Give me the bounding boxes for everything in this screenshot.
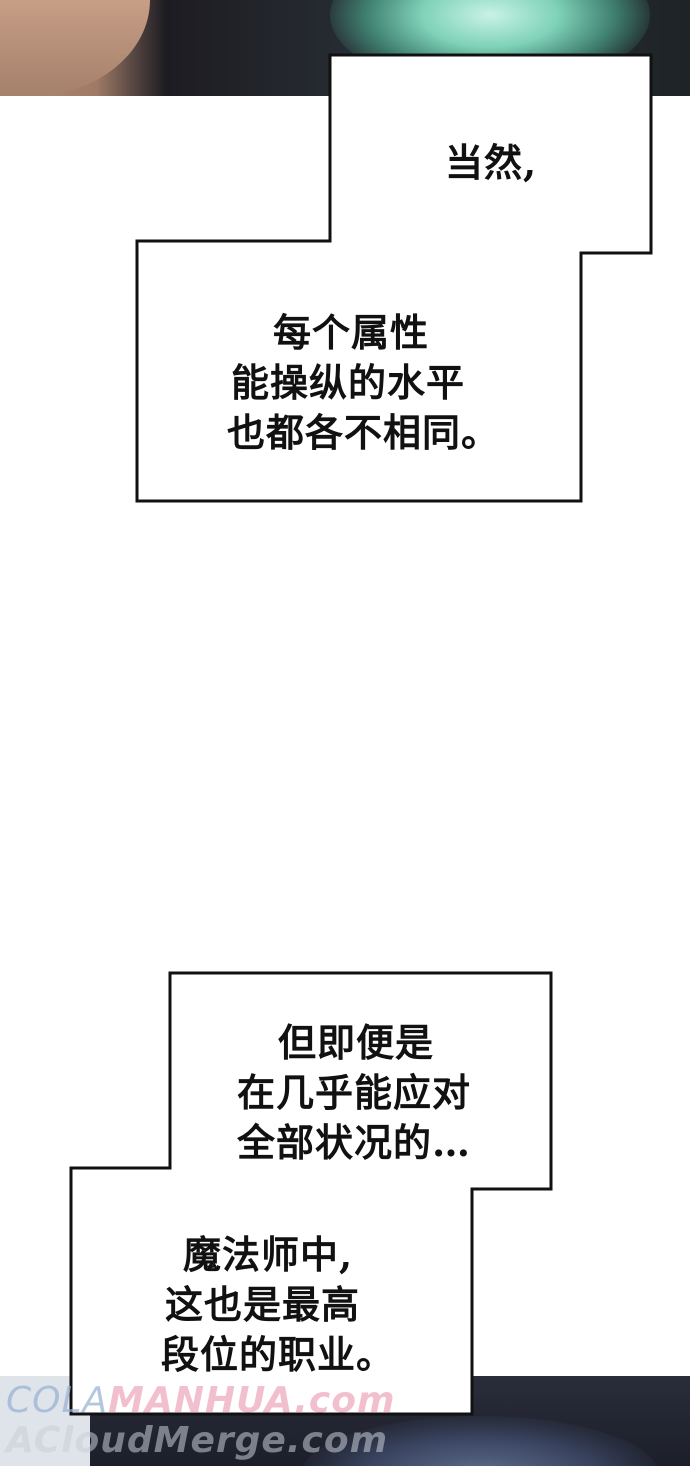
bubble-2-line-2: 在几乎能应对 bbox=[237, 1070, 472, 1115]
bubble-2-line-1: 但即便是 bbox=[278, 1020, 435, 1065]
bubble-1-line-2: 每个属性 bbox=[273, 310, 430, 355]
bubble-2-line-3: 全部状况的… bbox=[237, 1120, 472, 1165]
speech-box-1 bbox=[135, 53, 653, 503]
scene-panel-top bbox=[0, 0, 690, 96]
speech-box-2 bbox=[69, 971, 553, 1416]
bubble-1-line-1: 当然, bbox=[445, 140, 538, 185]
bubble-2-line-5: 这也是最高 bbox=[165, 1282, 361, 1327]
watermark-site-2: ACloudMerge.com bbox=[6, 1420, 389, 1461]
bubble-1-line-4: 也都各不相同。 bbox=[227, 410, 501, 455]
bubble-2-line-6: 段位的职业。 bbox=[161, 1332, 396, 1377]
bubble-1-line-3: 能操纵的水平 bbox=[231, 360, 466, 405]
watermark-site-1: COLAMANHUA.com bbox=[6, 1380, 396, 1421]
watermark-text-1: MANHUA.com bbox=[108, 1380, 396, 1421]
watermark-prefix: COLA bbox=[6, 1380, 109, 1421]
bubble-2-line-4: 魔法师中, bbox=[183, 1232, 354, 1277]
